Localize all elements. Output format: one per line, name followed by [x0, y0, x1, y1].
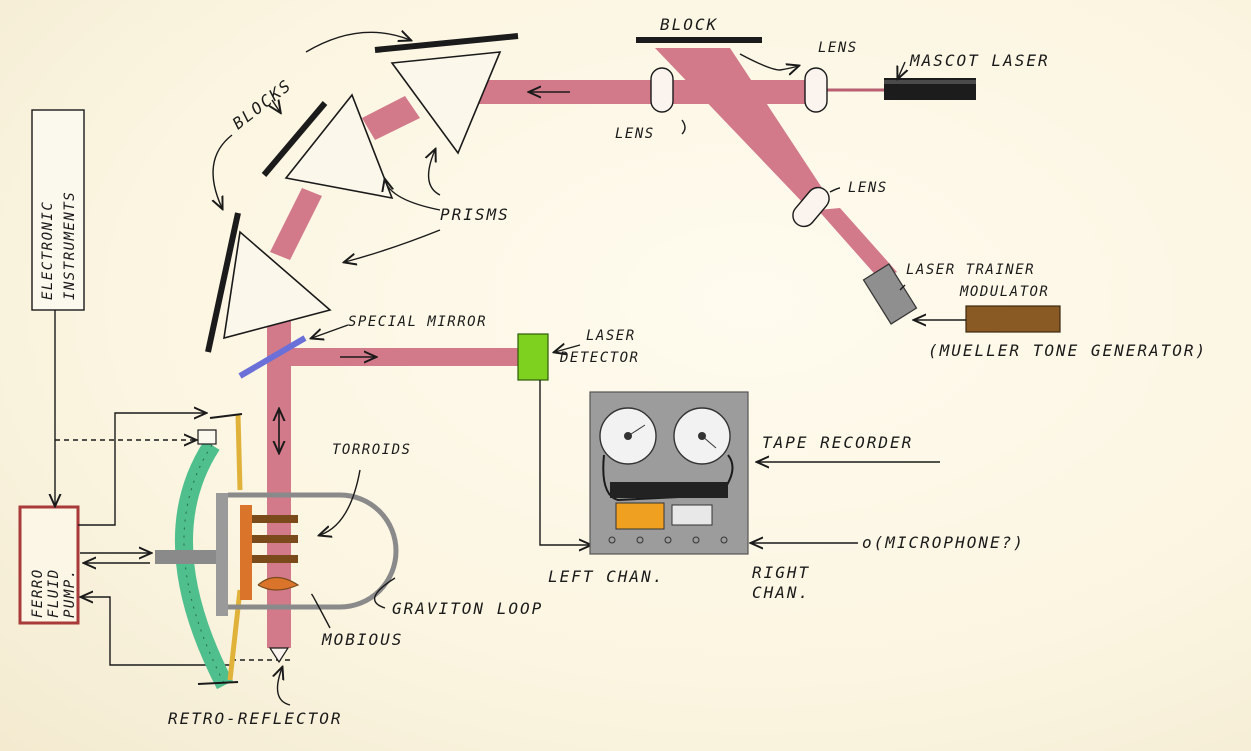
- label-pump-3: PUMP.: [62, 568, 78, 618]
- beam-top-horizontal: [478, 80, 808, 104]
- label-retro-reflector: RETRO-REFLECTOR: [168, 709, 343, 728]
- beam-detector: [290, 348, 518, 366]
- laser-trainer: [862, 263, 918, 325]
- beam-fan: [655, 48, 830, 205]
- blocks: [205, 33, 762, 353]
- block-left: [205, 212, 241, 353]
- block-upper: [374, 33, 519, 53]
- label-lens-left: LENS: [615, 126, 655, 142]
- label-mascot-laser: MASCOT LASER: [909, 51, 1050, 70]
- label-lens-top: LENS: [818, 40, 858, 56]
- label-microphone: o(MICROPHONE?): [862, 533, 1025, 552]
- beam-lower-thin: [818, 208, 897, 280]
- label-special-mirror: SPECIAL MIRROR: [348, 314, 487, 330]
- prism-lower: [223, 230, 332, 340]
- electronic-instruments-box: [31, 109, 85, 311]
- lens-lower: [792, 186, 830, 228]
- label-mobious: MOBIOUS: [321, 630, 403, 649]
- tape-recorder: [589, 391, 749, 555]
- label-graviton-loop: GRAVITON LOOP: [392, 599, 543, 618]
- label-laser-detector-2: DETECTOR: [559, 350, 639, 366]
- labels: BLOCK LENS MASCOT LASER LENS LENS BLOCKS…: [30, 15, 1207, 728]
- ferro-fluid-pump: [18, 505, 80, 625]
- label-block-top: BLOCK: [660, 15, 718, 34]
- beam-arrows: [279, 92, 570, 452]
- label-laser-trainer: LASER TRAINER: [906, 262, 1035, 278]
- wiring: [55, 310, 290, 666]
- beam-prism2-prism3: [270, 188, 322, 260]
- label-blocks: BLOCKS: [229, 75, 296, 133]
- beam-vertical: [267, 320, 291, 648]
- block-middle: [261, 101, 328, 177]
- graviton-assembly: [155, 413, 399, 690]
- prism-top: [390, 51, 502, 155]
- lens-left: [650, 67, 674, 113]
- prism-middle: [284, 93, 394, 200]
- beam-prism1-prism2: [362, 96, 420, 140]
- lens-right: [804, 67, 828, 113]
- label-left-chan: LEFT CHAN.: [548, 567, 664, 586]
- label-prisms: PRISMS: [440, 205, 510, 224]
- laser-detector: [517, 333, 549, 381]
- label-laser-detector-1: LASER: [586, 328, 636, 344]
- special-mirror: [238, 335, 307, 379]
- laser-beams: [267, 48, 897, 648]
- lenses: [650, 67, 830, 228]
- label-electronic-instruments-1: ELECTRONIC: [40, 201, 56, 300]
- label-electronic-instruments-2: INSTRUMENTS: [62, 191, 78, 300]
- label-tape-recorder: TAPE RECORDER: [762, 433, 913, 452]
- label-modulator: MODULATOR: [959, 284, 1049, 300]
- prisms: [223, 51, 502, 340]
- label-right-chan-1: RIGHT: [752, 563, 810, 582]
- label-right-chan-2: CHAN.: [752, 583, 810, 602]
- annotation-arrows: [213, 32, 905, 706]
- label-torroids: TORROIDS: [332, 442, 411, 458]
- tone-generator: [965, 305, 1061, 333]
- label-lens-lower: LENS: [848, 180, 888, 196]
- label-pump-1: FERRO: [30, 568, 46, 618]
- label-mueller: (MUELLER TONE GENERATOR): [928, 341, 1207, 360]
- label-pump-2: FLUID: [46, 568, 62, 618]
